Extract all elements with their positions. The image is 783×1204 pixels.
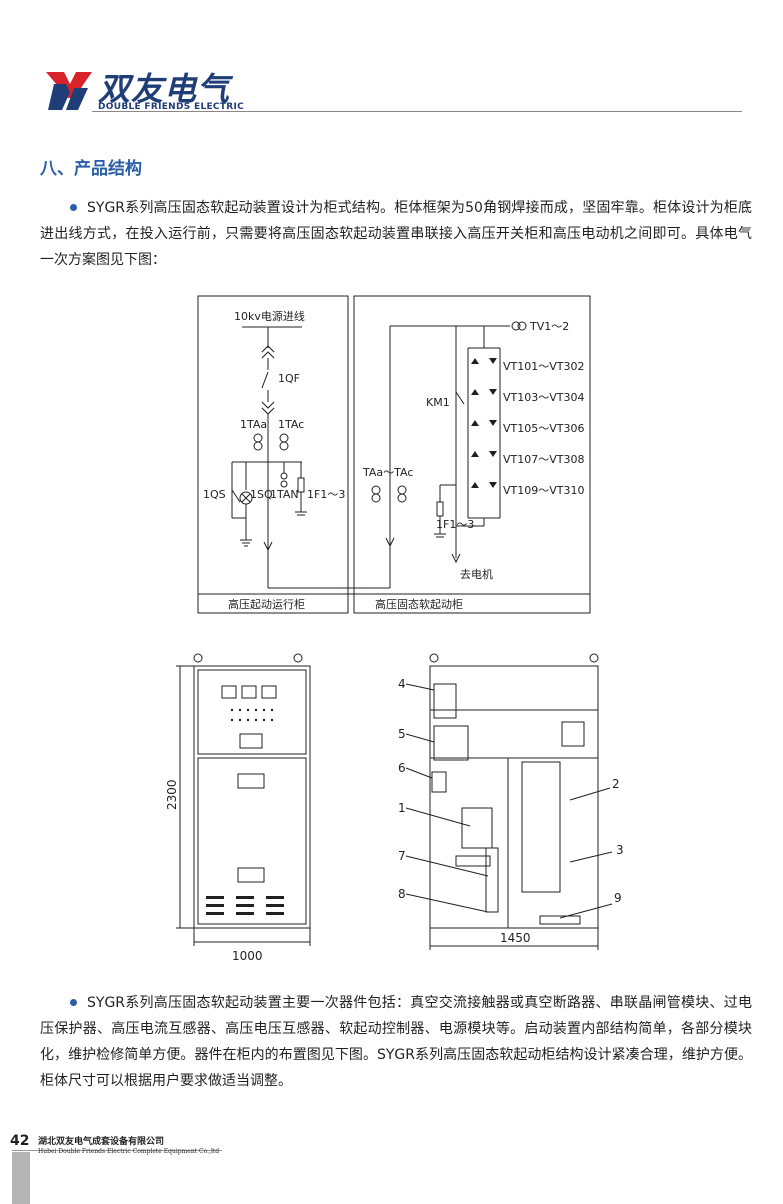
footer-divider bbox=[12, 1150, 222, 1151]
dim-height: 2300 bbox=[165, 779, 179, 810]
section-title: 八、产品结构 bbox=[40, 159, 142, 179]
label-vt-1: VT101～VT302 bbox=[503, 360, 584, 373]
label-f1-right: 1F1～3 bbox=[436, 518, 474, 531]
label-ta-mid: TAa～TAc bbox=[362, 466, 413, 479]
label-vt-5: VT109～VT310 bbox=[503, 484, 584, 497]
label-qf: 1QF bbox=[278, 372, 300, 385]
page-number: 42 bbox=[10, 1133, 30, 1149]
brand-name-cn: 双友电气 bbox=[98, 70, 231, 108]
brand-logo-icon bbox=[46, 72, 92, 110]
cabinet-layout-drawing: 2300 1000 1450 4 5 6 1 7 8 2 3 9 bbox=[165, 653, 624, 963]
label-vt-2: VT103～VT304 bbox=[503, 391, 584, 404]
label-vt-4: VT107～VT308 bbox=[503, 453, 584, 466]
callout-7: 7 bbox=[398, 849, 406, 863]
dim-width-right: 1450 bbox=[500, 931, 531, 945]
label-cabinet-right: 高压固态软起动柜 bbox=[375, 597, 463, 611]
callout-3: 3 bbox=[616, 843, 624, 857]
callout-8: 8 bbox=[398, 887, 406, 901]
footer-company-cn: 湖北双友电气成套设备有限公司 bbox=[38, 1137, 165, 1147]
label-ta-a: 1TAa bbox=[240, 418, 267, 431]
label-tv: TV1～2 bbox=[529, 320, 569, 333]
label-sq: 1SQ bbox=[250, 488, 273, 501]
callout-4: 4 bbox=[398, 677, 406, 691]
label-f1-left: 1F1～3 bbox=[307, 488, 345, 501]
paragraph-components-text: SYGR系列高压固态软起动装置主要一次器件包括：真空交流接触器或真空断路器、串联… bbox=[40, 995, 752, 1089]
label-qs: 1QS bbox=[203, 488, 226, 501]
label-to-motor: 去电机 bbox=[460, 567, 493, 581]
label-ta-c: 1TAc bbox=[278, 418, 304, 431]
paragraph-intro: SYGR系列高压固态软起动装置设计为柜式结构。柜体框架为50角钢焊接而成，坚固牢… bbox=[40, 195, 752, 273]
dim-width-left: 1000 bbox=[232, 949, 263, 963]
electrical-schematic: 10kv电源进线 1QF 1TAa 1TAc 1QS 1SQ 1TAN 1F1～… bbox=[197, 295, 591, 614]
label-power-in: 10kv电源进线 bbox=[234, 309, 305, 323]
bullet-icon bbox=[70, 203, 77, 211]
paragraph-components: SYGR系列高压固态软起动装置主要一次器件包括：真空交流接触器或真空断路器、串联… bbox=[40, 990, 752, 1094]
paragraph-intro-text: SYGR系列高压固态软起动装置设计为柜式结构。柜体框架为50角钢焊接而成，坚固牢… bbox=[40, 200, 752, 268]
header-divider bbox=[92, 111, 742, 112]
callout-5: 5 bbox=[398, 727, 406, 741]
bullet-icon bbox=[70, 998, 77, 1006]
callout-2: 2 bbox=[612, 777, 620, 791]
callout-6: 6 bbox=[398, 761, 406, 775]
callout-1: 1 bbox=[398, 801, 406, 815]
label-vt-3: VT105～VT306 bbox=[503, 422, 584, 435]
footer-side-bar bbox=[12, 1152, 30, 1204]
label-tan: 1TAN bbox=[270, 488, 299, 501]
label-cabinet-left: 高压起动运行柜 bbox=[228, 597, 305, 611]
label-km: KM1 bbox=[426, 396, 450, 409]
callout-9: 9 bbox=[614, 891, 622, 905]
brand-name-en: DOUBLE FRIENDS ELECTRIC bbox=[98, 102, 245, 112]
footer-company-en: Hubei Double Friends Electric Complete E… bbox=[38, 1148, 220, 1155]
